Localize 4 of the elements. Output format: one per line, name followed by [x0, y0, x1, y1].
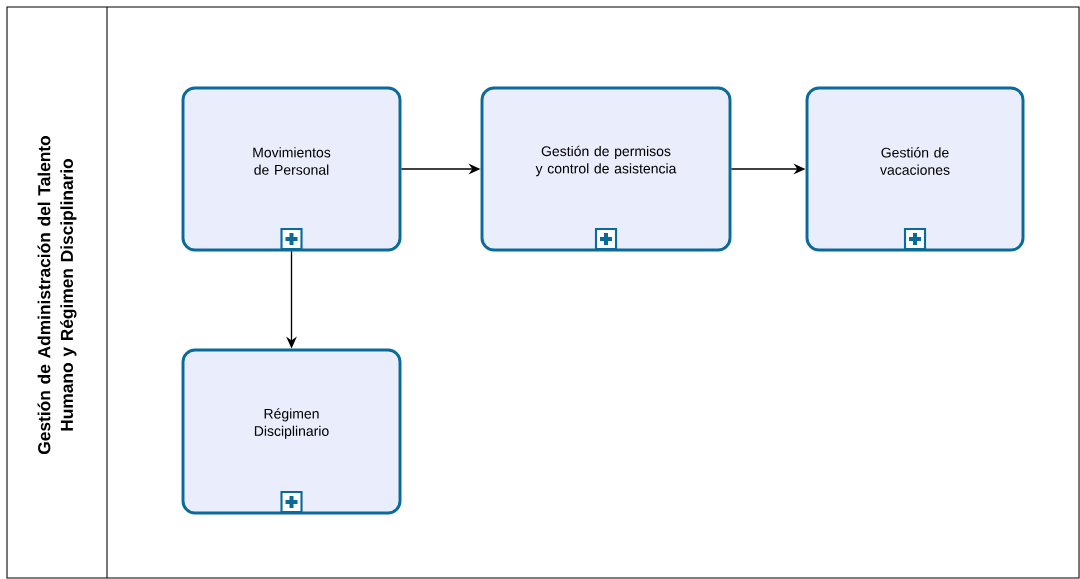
task-box: Movimientos de Personal: [181, 86, 402, 252]
task-box: Gestión de vacaciones: [805, 86, 1025, 252]
task-box: Régimen Disciplinario: [181, 348, 402, 515]
task-box: Gestión de permisos y control de asistencia: [480, 86, 732, 252]
